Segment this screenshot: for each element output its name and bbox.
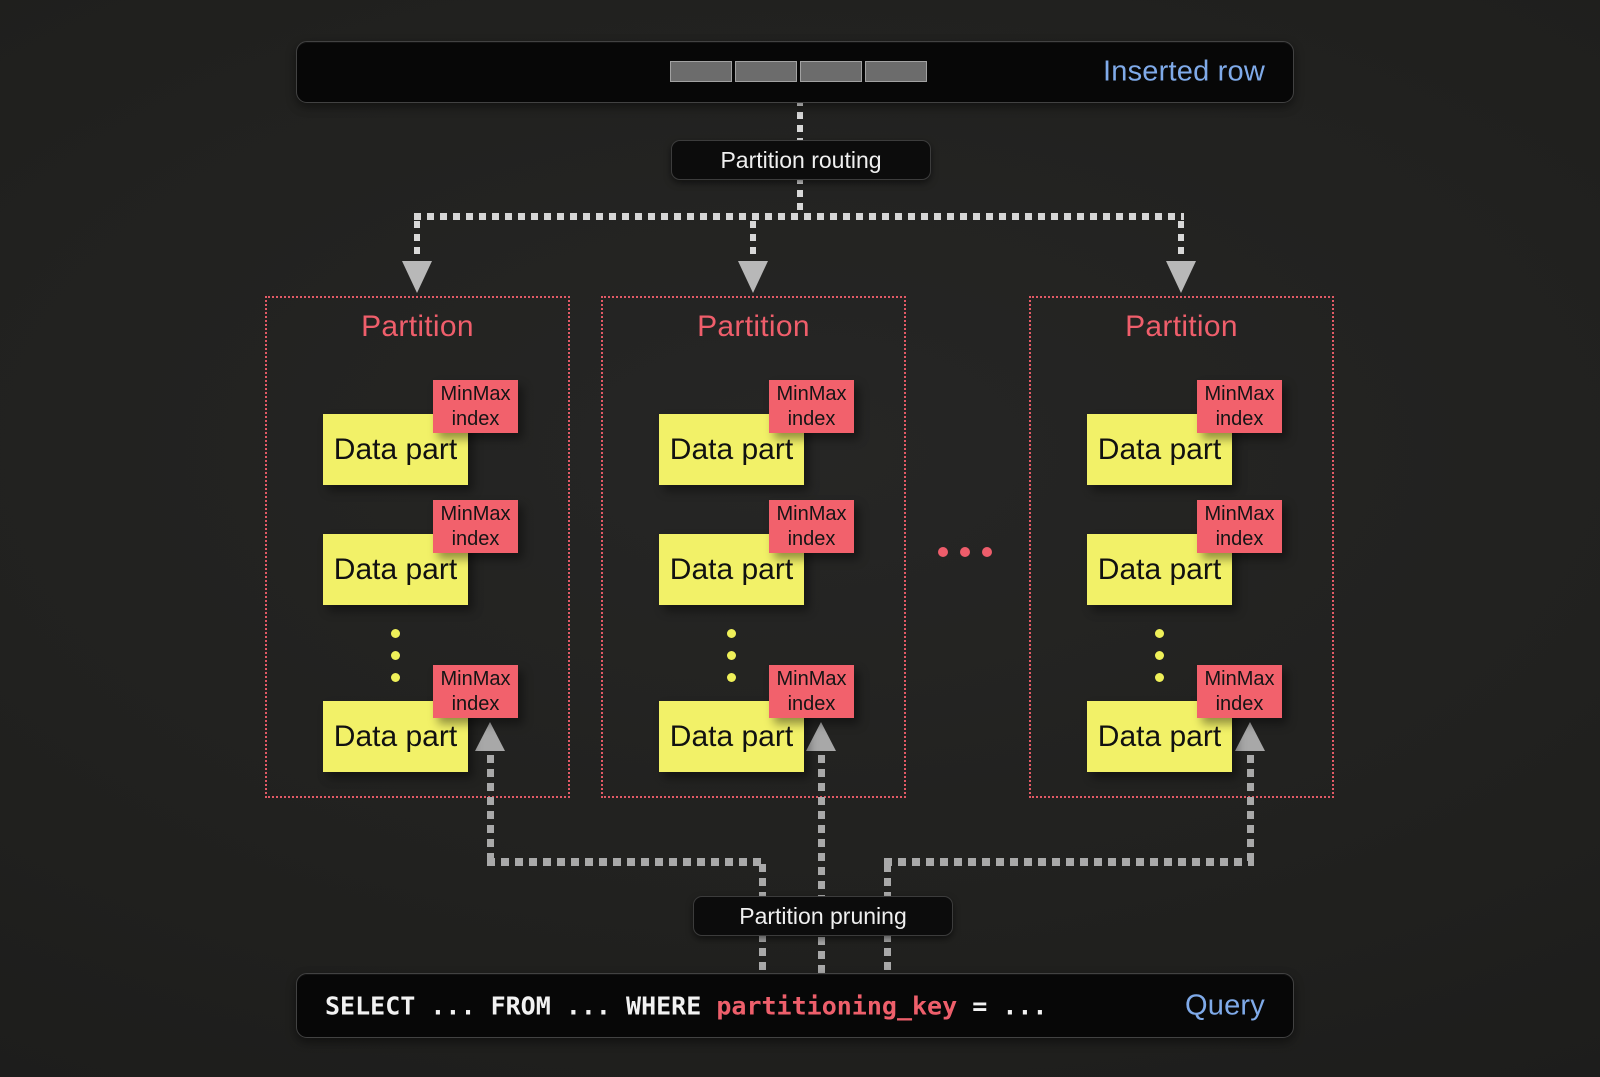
- minmax-index-label: MinMax index: [776, 382, 847, 430]
- pruning-hline-left: [487, 858, 767, 866]
- partition-box-2: Partition MinMax index Data part MinMax …: [601, 296, 906, 798]
- routing-branch-line-center: [750, 221, 756, 259]
- more-parts-ellipsis-dot: [727, 673, 736, 682]
- row-segment: [800, 61, 862, 82]
- query-label: Query: [1185, 989, 1265, 1021]
- arrow-up-icon: [475, 722, 505, 751]
- arrow-down-icon: [738, 261, 768, 293]
- minmax-index-box: MinMax index: [769, 380, 854, 433]
- more-parts-ellipsis-dot: [727, 629, 736, 638]
- data-part-box: Data part: [1087, 701, 1232, 772]
- partition-box-1: Partition MinMax index Data part MinMax …: [265, 296, 570, 798]
- minmax-index-box: MinMax index: [433, 500, 518, 553]
- pruning-line-right-up: [1247, 755, 1254, 863]
- data-part-box: Data part: [659, 534, 804, 605]
- arrow-up-icon: [1235, 722, 1265, 751]
- partition-box-3: Partition MinMax index Data part MinMax …: [1029, 296, 1334, 798]
- pruning-hline-right: [884, 858, 1254, 866]
- inserted-row-segments: [670, 61, 927, 82]
- row-segment: [670, 61, 732, 82]
- row-segment: [735, 61, 797, 82]
- sql-suffix: = ...: [957, 991, 1048, 1020]
- routing-branch-line-right: [1178, 221, 1184, 259]
- more-parts-ellipsis-dot: [1155, 651, 1164, 660]
- more-parts-ellipsis-dot: [391, 629, 400, 638]
- minmax-index-box: MinMax index: [1197, 500, 1282, 553]
- minmax-index-label: MinMax index: [440, 667, 511, 715]
- partition-title: Partition: [697, 310, 810, 343]
- partition-routing-label: Partition routing: [671, 140, 931, 180]
- more-parts-ellipsis-dot: [391, 673, 400, 682]
- minmax-index-label: MinMax index: [1204, 382, 1275, 430]
- data-part-box: Data part: [659, 414, 804, 485]
- more-parts-ellipsis-dot: [1155, 629, 1164, 638]
- minmax-index-box: MinMax index: [433, 380, 518, 433]
- partition-title: Partition: [361, 310, 474, 343]
- query-panel: SELECT ... FROM ... WHERE partitioning_k…: [296, 973, 1294, 1038]
- partition-gap-ellipsis-dot: [982, 547, 992, 557]
- query-sql-text: SELECT ... FROM ... WHERE partitioning_k…: [325, 991, 1047, 1020]
- minmax-index-label: MinMax index: [440, 382, 511, 430]
- pruning-line-center: [818, 755, 825, 973]
- routing-branch-line-left: [414, 221, 420, 259]
- minmax-index-box: MinMax index: [1197, 380, 1282, 433]
- minmax-index-label: MinMax index: [776, 667, 847, 715]
- partition-title: Partition: [1125, 310, 1238, 343]
- minmax-index-box: MinMax index: [769, 500, 854, 553]
- minmax-index-label: MinMax index: [776, 502, 847, 550]
- sql-partitioning-key: partitioning_key: [716, 991, 958, 1020]
- more-parts-ellipsis-dot: [1155, 673, 1164, 682]
- more-parts-ellipsis-dot: [727, 651, 736, 660]
- partition-gap-ellipsis-dot: [938, 547, 948, 557]
- minmax-index-label: MinMax index: [1204, 502, 1275, 550]
- partition-gap-ellipsis-dot: [960, 547, 970, 557]
- minmax-index-box: MinMax index: [769, 665, 854, 718]
- inserted-row-label: Inserted row: [1103, 55, 1265, 88]
- more-parts-ellipsis-dot: [391, 651, 400, 660]
- pruning-line-left-up: [487, 755, 494, 863]
- sql-prefix: SELECT ... FROM ... WHERE: [325, 991, 717, 1020]
- arrow-down-icon: [1166, 261, 1196, 293]
- minmax-index-label: MinMax index: [440, 502, 511, 550]
- minmax-index-box: MinMax index: [1197, 665, 1282, 718]
- partition-pruning-label: Partition pruning: [693, 896, 953, 936]
- minmax-index-label: MinMax index: [1204, 667, 1275, 715]
- routing-branch-hline: [414, 213, 1184, 220]
- arrow-up-icon: [806, 722, 836, 751]
- row-segment: [865, 61, 927, 82]
- minmax-index-box: MinMax index: [433, 665, 518, 718]
- arrow-down-icon: [402, 261, 432, 293]
